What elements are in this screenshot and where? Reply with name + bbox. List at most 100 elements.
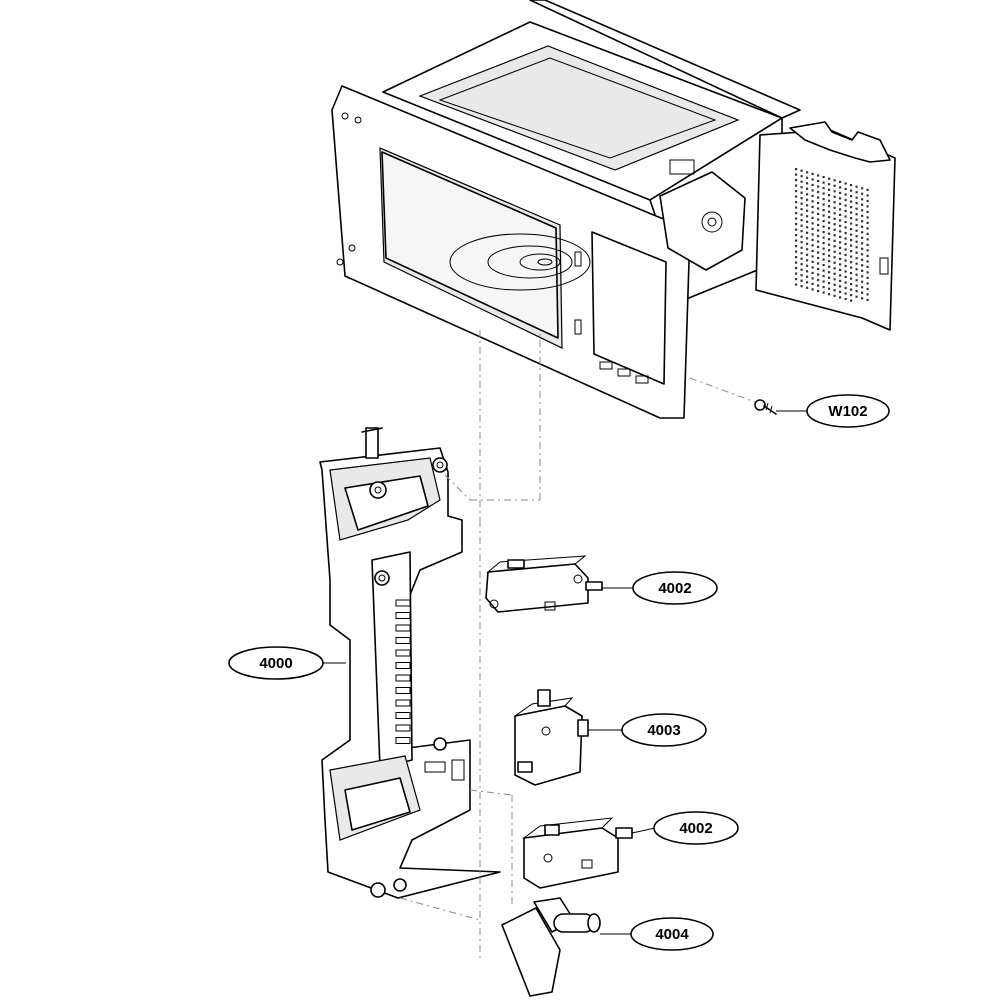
grill-hole xyxy=(800,285,803,288)
grill-hole xyxy=(844,198,847,202)
grill-hole xyxy=(861,187,864,190)
grill-hole xyxy=(811,266,814,269)
grill-hole xyxy=(795,195,798,198)
latch-rib xyxy=(395,699,411,707)
grill-hole xyxy=(822,198,825,201)
grill-hole xyxy=(861,264,864,267)
grill-hole xyxy=(839,180,842,183)
grill-hole xyxy=(806,270,809,273)
grill-hole xyxy=(828,188,831,191)
grill-hole xyxy=(811,282,814,285)
grill-hole xyxy=(844,215,847,218)
grill-hole xyxy=(855,218,858,221)
grill-hole xyxy=(855,268,858,271)
grill-hole xyxy=(806,198,809,201)
assembly-guide-lines xyxy=(399,330,756,960)
callout-w102: W102 xyxy=(806,394,890,428)
side-grill-panel xyxy=(755,121,896,331)
grill-hole xyxy=(861,198,864,201)
grill-hole xyxy=(817,207,820,210)
grill-hole xyxy=(822,236,825,239)
grill-hole xyxy=(833,206,836,209)
grill-hole xyxy=(811,249,814,252)
grill-hole xyxy=(855,240,858,243)
grill-hole xyxy=(795,272,798,275)
grill-hole xyxy=(795,234,798,237)
grill-hole xyxy=(811,288,814,291)
grill-hole xyxy=(833,228,836,231)
grill-hole xyxy=(839,235,842,238)
grill-hole xyxy=(828,243,831,246)
grill-hole xyxy=(844,275,847,279)
grill-hole xyxy=(839,274,842,277)
grill-hole xyxy=(817,256,820,260)
grill-hole xyxy=(806,176,809,179)
grill-hole xyxy=(800,175,803,178)
grill-hole xyxy=(861,242,864,245)
grill-hole xyxy=(850,244,853,247)
grill-hole xyxy=(844,220,847,224)
grill-hole xyxy=(855,279,858,282)
grill-hole xyxy=(828,199,831,202)
grill-hole xyxy=(822,280,825,283)
grill-hole xyxy=(833,184,836,187)
grill-hole xyxy=(817,185,820,188)
grill-hole xyxy=(828,271,831,274)
grill-hole xyxy=(806,171,809,174)
grill-hole xyxy=(866,254,869,257)
grill-hole xyxy=(855,290,858,293)
grill-hole xyxy=(866,188,869,191)
grill-hole xyxy=(828,194,831,197)
grill-hole xyxy=(822,203,825,206)
grill-hole xyxy=(833,195,836,198)
grill-hole xyxy=(850,206,853,209)
grill-hole xyxy=(817,273,820,276)
grill-hole xyxy=(795,245,798,248)
grill-hole xyxy=(800,224,803,227)
grill-hole xyxy=(855,185,858,188)
grill-hole xyxy=(855,246,858,249)
callout-leaders xyxy=(323,410,807,935)
grill-hole xyxy=(850,200,853,203)
grill-hole xyxy=(866,205,869,208)
grill-hole xyxy=(822,231,825,234)
grill-hole xyxy=(866,216,869,219)
callout-label-4002-lower: 4002 xyxy=(679,820,712,837)
grill-hole xyxy=(828,249,831,252)
grill-hole xyxy=(844,259,847,262)
grill-hole xyxy=(817,240,820,243)
grill-hole xyxy=(828,254,831,257)
callout-4004: 4004 xyxy=(630,917,714,951)
grill-hole xyxy=(839,241,842,244)
grill-hole xyxy=(795,267,798,270)
latch-rib xyxy=(395,624,411,632)
microwave-cavity-assembly xyxy=(331,0,801,419)
grill-hole xyxy=(861,203,864,206)
grill-hole xyxy=(866,260,869,263)
latch-rib xyxy=(395,649,411,657)
grill-hole xyxy=(800,257,803,260)
grill-hole xyxy=(806,193,809,196)
grill-hole xyxy=(806,209,809,212)
grill-hole xyxy=(806,248,809,251)
grill-hole xyxy=(795,212,798,215)
grill-hole xyxy=(817,251,820,254)
grill-hole xyxy=(811,211,814,214)
grill-hole xyxy=(828,238,831,241)
grill-hole xyxy=(866,243,869,246)
grill-hole xyxy=(822,225,825,228)
grill-hole xyxy=(828,293,831,296)
grill-hole xyxy=(844,270,847,273)
interlock-switch-4002-lower xyxy=(522,817,633,889)
grill-hole xyxy=(800,180,803,183)
grill-hole xyxy=(800,219,803,222)
grill-hole xyxy=(866,221,869,224)
grill-hole xyxy=(811,255,814,258)
grill-hole xyxy=(844,286,847,290)
grill-hole xyxy=(833,201,836,204)
grill-hole xyxy=(866,227,869,230)
grill-hole xyxy=(795,223,798,226)
grill-hole xyxy=(795,217,798,220)
grill-hole xyxy=(795,239,798,242)
